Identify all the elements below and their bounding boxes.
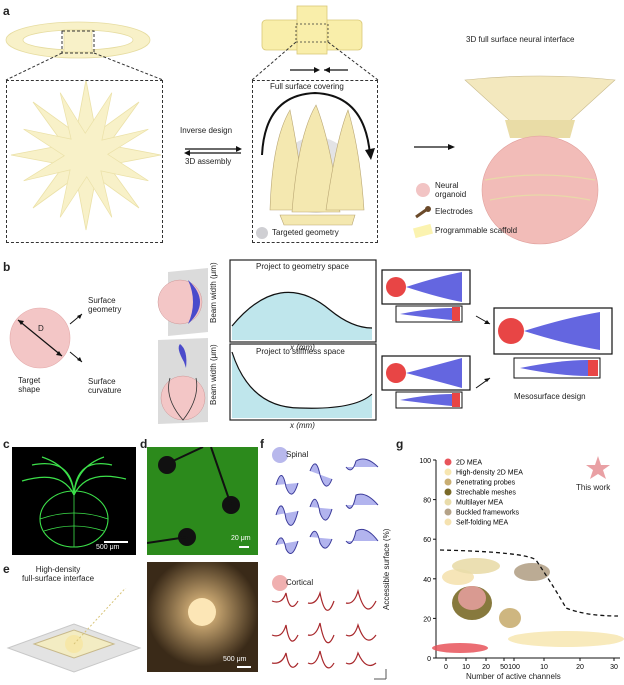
y-tick-label: 20 [423, 616, 431, 623]
scaffold-3d-top [261, 5, 363, 55]
target-shape-label: Target shape [18, 376, 41, 394]
series-hd-2d-mea-region [508, 631, 624, 647]
panel-e-device-photo: 500 μm [147, 562, 258, 672]
plot1-ylabel: Beam width (μm) [209, 262, 218, 323]
full-surface-covering-label: Full surface covering [270, 82, 344, 91]
petal-scaffold [269, 104, 365, 226]
scaffold-legend-icon [413, 223, 433, 239]
legend-marker [444, 458, 452, 466]
panel-d-microscope-image: 20 μm [147, 447, 258, 555]
scaffold-wheel [5, 21, 151, 59]
panel-letter-c: c [3, 437, 10, 451]
plot1-title: Project to geometry space [256, 262, 349, 271]
diameter-label: D [38, 324, 44, 333]
legend-label: Multilayer MEA [456, 500, 503, 507]
panel-d-scalebar [239, 546, 249, 548]
panel-d-scale-label: 20 μm [231, 535, 251, 542]
x-tick-label: 20 [482, 664, 490, 671]
panel-letter-e: e [3, 562, 10, 576]
panel-e-device-illustration [6, 588, 142, 673]
legend-marker [444, 518, 452, 526]
x-tick-label: 10 [462, 664, 470, 671]
legend-scaffold-label: Programmable scaffold [435, 226, 518, 235]
flower-pattern [10, 79, 162, 231]
y-tick-label: 0 [427, 656, 431, 663]
legend-label: Penetrating probes [456, 480, 516, 487]
neural-interface-render [464, 75, 616, 245]
this-work-star [586, 456, 610, 479]
legend-organoid-label: Neural organoid [435, 181, 467, 199]
panel-a-zoom-box-middle [252, 80, 378, 243]
series-penetrating-2-region [499, 608, 521, 628]
series-buckled-region [514, 563, 550, 581]
x-tick-label: 100 [508, 664, 520, 671]
panel-letter-f: f [260, 437, 264, 451]
panel-c-scalebar [104, 541, 128, 543]
x-tick-label: 50 [500, 664, 508, 671]
legend-label: Buckled frameworks [456, 510, 520, 517]
panel-letter-b: b [3, 260, 11, 274]
chart-ylabel: Accessible surface (%) [382, 528, 391, 610]
panel-e-scale-label: 500 μm [223, 656, 247, 663]
legend-electrodes-label: Electrodes [435, 207, 473, 216]
x-tick-label: 30 [610, 664, 618, 671]
panel-e-title: High-density full-surface interface [22, 565, 95, 583]
chart-xlabel: Number of active channels [466, 672, 561, 681]
y-tick-label: 100 [419, 458, 431, 465]
y-tick-label: 60 [423, 537, 431, 544]
series-penetrating-region [458, 586, 486, 610]
plot2-title: Project to stiffness space [256, 347, 345, 356]
legend-marker [444, 498, 452, 506]
x-tick-label: 20 [576, 664, 584, 671]
y-tick-label: 40 [423, 577, 431, 584]
x-tick-label: 10 [540, 664, 548, 671]
plot1-xlabel: x (mm) [290, 343, 315, 352]
legend-marker [444, 478, 452, 486]
organoid-legend-icon [416, 183, 430, 197]
panel-letter-g: g [396, 437, 404, 451]
plot2-ylabel: Beam width (μm) [209, 344, 218, 405]
this-work-label: This work [576, 483, 611, 492]
panel-f-waveforms [271, 447, 387, 680]
surface-geometry-label: Surface geometry [88, 296, 122, 314]
frontier-line [439, 549, 619, 617]
legend-label: 2D MEA [456, 460, 482, 467]
series-multilayer-region [452, 558, 500, 574]
x-tick-label: 0 [444, 664, 448, 671]
legend-label: Self-folding MEA [456, 520, 508, 527]
panel-e-scalebar [237, 666, 251, 668]
panel-letter-a: a [3, 4, 10, 18]
legend-marker [444, 468, 452, 476]
panel-b-illustration [9, 259, 613, 424]
assembly-3d-label: 3D assembly [185, 157, 232, 166]
panel-c-fluorescence-image: 500 μm [12, 447, 136, 555]
panel-c-scale-label: 500 μm [96, 544, 120, 551]
y-tick-label: 80 [423, 498, 431, 505]
inverse-design-label: Inverse design [180, 126, 233, 135]
legend-label: Strechable meshes [456, 490, 516, 497]
panel-a-zoom-box-left [6, 80, 163, 243]
legend-marker [444, 488, 452, 496]
targeted-geometry-label: Targeted geometry [272, 228, 339, 237]
spinal-label: Spinal [286, 450, 309, 459]
cortical-label: Cortical [286, 578, 314, 587]
series-2d-mea-region [432, 643, 488, 653]
neural-interface-title: 3D full surface neural interface [466, 35, 575, 44]
panel-letter-d: d [140, 437, 148, 451]
mesosurface-design-label: Mesosurface design [514, 392, 586, 401]
electrode-legend-icon [415, 208, 427, 219]
panel-a-illustration [5, 5, 616, 245]
legend-label: High-density 2D MEA [456, 470, 523, 477]
plot2-xlabel: x (mm) [290, 421, 315, 430]
legend-marker [444, 508, 452, 516]
surface-curvature-label: Surface curvature [88, 377, 122, 395]
